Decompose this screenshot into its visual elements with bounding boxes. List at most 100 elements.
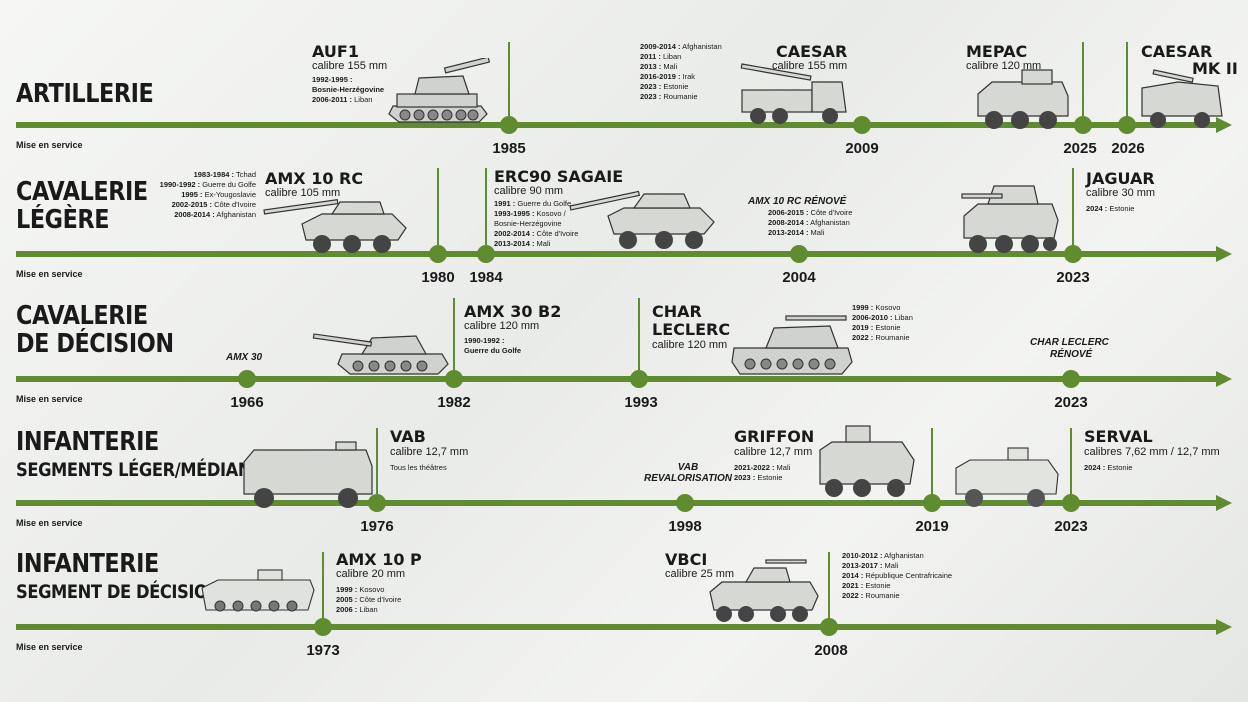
timeline-axis [16, 251, 1216, 257]
deployment-line: 2024 : Estonie [1084, 463, 1133, 472]
vehicle-name-amx10p: AMX 10 P [336, 550, 422, 569]
marker-line [1070, 428, 1072, 500]
deployment-line: 2019 : Estonie [852, 323, 901, 332]
marker-dot [238, 370, 256, 388]
mise-en-service-label: Mise en service [16, 642, 83, 652]
year-label: 1966 [230, 394, 264, 411]
marker-dot [477, 245, 495, 263]
deployment-line: 2016-2019 : Irak [640, 72, 696, 81]
deployment-line: 2009-2014 : Afghanistan [640, 42, 722, 51]
year-label: 1985 [492, 140, 526, 157]
year-label: 2023 [1054, 394, 1088, 411]
vbci-vehicle-icon [709, 559, 819, 622]
timeline-axis [16, 500, 1216, 506]
marker-dot [630, 370, 648, 388]
vehicle-name-caesar-mk2-suffix: MK II [1192, 59, 1238, 78]
timeline-axis [16, 624, 1216, 630]
deployment-line: 2013-2017 : Mali [842, 561, 899, 570]
marker-line [322, 552, 324, 624]
deployment-line: 2006-2015 : Côte d'Ivoire [768, 208, 853, 217]
amx10p-vehicle-icon [201, 569, 315, 612]
amx30-tank-icon [312, 333, 449, 375]
marker-line [1082, 42, 1084, 122]
deployment-line: 2008-2014 : Afghanistan [768, 218, 850, 227]
marker-dot [853, 116, 871, 134]
year-label: 2008 [814, 642, 848, 659]
deployment-line: Bosnie-Herzégovine [494, 219, 562, 228]
category-label: INFANTERIE [16, 427, 159, 457]
marker-dot [676, 494, 694, 512]
vehicle-name-caesar-mk2: CAESAR [1141, 42, 1213, 61]
deployment-line: 1999 : Kosovo [852, 303, 901, 312]
marker-dot [1074, 116, 1092, 134]
label-line: VAB [677, 462, 699, 473]
deployment-line: 1992-1995 : [312, 75, 353, 84]
deployment-line: Bosnie-Herzégovine [312, 85, 385, 94]
marker-dot [500, 116, 518, 134]
deployment-line: 2010-2012 : Afghanistan [842, 551, 924, 560]
year-label: 1976 [360, 518, 394, 535]
deployments-serval: 2024 : Estonie [1084, 463, 1132, 473]
category-label: INFANTERIE [16, 549, 159, 579]
deployment-line: 1995 : Ex-Yougoslavie [181, 190, 256, 199]
vehicle-caliber: calibre 155 mm [312, 60, 388, 72]
vehicle-name-leclerc: CHAR [652, 302, 702, 321]
deployment-line: 2023 : Estonie [734, 473, 783, 482]
marker-dot [1064, 245, 1082, 263]
griffon-vehicle-icon [819, 425, 915, 497]
year-label: 2009 [845, 140, 879, 157]
year-label: 2023 [1056, 269, 1090, 286]
deployment-line: 2021 : Estonie [842, 581, 891, 590]
category-label-2: SEGMENT DE DÉCISION [16, 581, 221, 603]
vehicle-caliber: calibre 120 mm [966, 60, 1042, 72]
year-label: 1984 [469, 269, 503, 286]
deployment-line: 2022 : Roumanie [852, 333, 910, 342]
year-label: 1998 [668, 518, 702, 535]
year-label: 2026 [1111, 140, 1145, 157]
vehicle-name-jaguar: JAGUAR [1086, 169, 1155, 188]
deployments-amx30b2: 1990-1992 :Guerre du Golfe [464, 336, 521, 356]
arrow-icon [1216, 117, 1232, 133]
vehicle-caliber: calibre 12,7 mm [390, 446, 469, 458]
vehicle-name-serval: SERVAL [1084, 427, 1153, 446]
category-label: CAVALERIE [16, 301, 148, 331]
deployment-line: 2006-2011 : Liban [312, 95, 373, 104]
marker-line [1126, 42, 1128, 122]
auf1-tank-icon [388, 58, 490, 123]
vehicle-caliber: calibre 90 mm [494, 185, 564, 197]
marker-dot [445, 370, 463, 388]
year-label: 1982 [437, 394, 471, 411]
marker-line [828, 552, 830, 624]
marker-line [638, 298, 640, 376]
marker-dot [314, 618, 332, 636]
marker-line [1072, 168, 1074, 251]
marker-dot [1062, 370, 1080, 388]
category-label-2: DE DÉCISION [16, 329, 174, 359]
year-label: 1980 [421, 269, 455, 286]
category-label-2: SEGMENTS LÉGER/MÉDIAN [16, 459, 252, 481]
marker-dot [923, 494, 941, 512]
marker-dot [790, 245, 808, 263]
vehicle-caliber: calibre 120 mm [464, 320, 540, 332]
category-label-2: LÉGÈRE [16, 205, 110, 235]
marker-line [376, 428, 378, 500]
amx10rc-vehicle-icon [263, 199, 407, 253]
deployment-line: 2005 : Côte d'Ivoire [336, 595, 402, 604]
vehicle-caliber: calibres 7,62 mm / 12,7 mm [1084, 446, 1220, 458]
vehicle-name-amx30: AMX 30 [226, 352, 263, 363]
deployment-line: Guerre du Golfe [464, 346, 522, 355]
vehicle-name-leclerc-renove-2: RÉNOVÉ [1050, 349, 1093, 360]
deployment-line: 1990-1992 : Guerre du Golfe [159, 180, 256, 189]
marker-dot [820, 618, 838, 636]
category-label: ARTILLERIE [16, 79, 154, 109]
vehicle-name-erc90: ERC90 SAGAIE [494, 167, 624, 186]
vehicle-name-amx30b2: AMX 30 B2 [464, 302, 562, 321]
timeline-axis [16, 376, 1216, 382]
